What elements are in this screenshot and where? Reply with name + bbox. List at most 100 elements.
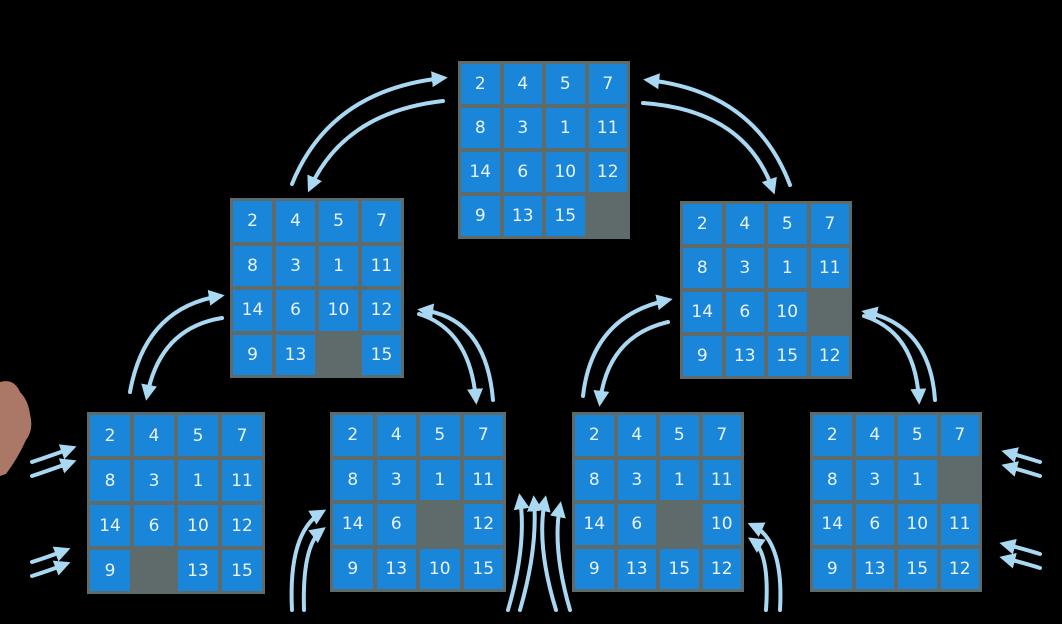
tile: 6 — [376, 504, 416, 545]
tile: 4 — [276, 201, 315, 242]
empty-slot — [420, 504, 460, 545]
tile: 6 — [276, 290, 315, 331]
tile: 13 — [178, 550, 218, 591]
tile: 13 — [855, 548, 894, 589]
empty-slot — [134, 550, 174, 591]
tile: 9 — [575, 548, 614, 589]
tile: 5 — [420, 415, 460, 456]
tile: 8 — [333, 459, 373, 500]
tile: 14 — [90, 505, 130, 546]
tile: 13 — [503, 196, 542, 236]
empty-slot — [810, 292, 849, 332]
tile: 7 — [362, 201, 401, 242]
tile: 7 — [463, 415, 503, 456]
tile: 12 — [588, 152, 627, 192]
edge-arrow-right-upper-icon — [1001, 447, 1042, 464]
tile: 12 — [362, 290, 401, 331]
tile: 10 — [768, 292, 807, 332]
tile: 3 — [617, 459, 656, 500]
empty-slot — [660, 504, 699, 545]
tile: 11 — [588, 108, 627, 148]
tile: 9 — [333, 548, 373, 589]
arrow-root-to-right-icon — [641, 101, 777, 195]
tile: 2 — [813, 415, 852, 456]
tile: 12 — [222, 505, 262, 546]
tile: 1 — [660, 459, 699, 500]
tile: 5 — [898, 415, 937, 456]
edge-arrow-c-right-icon — [747, 522, 783, 612]
edge-arrow-right-upper2-icon — [1001, 461, 1042, 478]
tile: 2 — [233, 201, 272, 242]
arrow-right-to-root-icon — [643, 73, 792, 187]
tile: 4 — [855, 415, 894, 456]
tile: 4 — [503, 64, 542, 104]
tile: 1 — [898, 459, 937, 500]
tile: 5 — [546, 64, 585, 104]
tile: 4 — [376, 415, 416, 456]
tile: 1 — [768, 248, 807, 288]
tile: 5 — [660, 415, 699, 456]
edge-arrow-b-left2-icon — [301, 527, 326, 612]
tile: 7 — [702, 415, 741, 456]
tile: 15 — [463, 548, 503, 589]
tile: 10 — [546, 152, 585, 192]
edge-arrow-b-right-icon — [506, 493, 530, 612]
tile: 5 — [178, 415, 218, 456]
tile: 14 — [333, 504, 373, 545]
edge-arrow-b-right2-icon — [518, 495, 543, 612]
tile: 4 — [725, 204, 764, 244]
tile: 3 — [276, 245, 315, 286]
tile: 11 — [362, 245, 401, 286]
tile: 8 — [575, 459, 614, 500]
tile: 5 — [319, 201, 358, 242]
arrow-l1left-to-l2b-icon — [417, 312, 484, 405]
tile: 6 — [725, 292, 764, 332]
tile: 8 — [233, 245, 272, 286]
tile: 4 — [617, 415, 656, 456]
arrow-l2c-to-l1right-icon — [593, 320, 670, 407]
tile: 9 — [683, 336, 722, 376]
tile: 3 — [134, 460, 174, 501]
tile: 11 — [222, 460, 262, 501]
tile: 14 — [461, 152, 500, 192]
presenter-hand-icon — [0, 381, 32, 476]
tile: 13 — [376, 548, 416, 589]
tile: 5 — [768, 204, 807, 244]
tile: 9 — [461, 196, 500, 236]
tile: 3 — [376, 459, 416, 500]
tile: 11 — [810, 248, 849, 288]
tile: 11 — [940, 504, 979, 545]
tile: 10 — [420, 548, 460, 589]
tile: 7 — [222, 415, 262, 456]
tile: 7 — [940, 415, 979, 456]
tile: 12 — [810, 336, 849, 376]
tile: 11 — [702, 459, 741, 500]
empty-slot — [588, 196, 627, 236]
tile: 2 — [683, 204, 722, 244]
tile: 9 — [813, 548, 852, 589]
tile: 3 — [503, 108, 542, 148]
tile: 3 — [725, 248, 764, 288]
tile: 10 — [178, 505, 218, 546]
empty-slot — [319, 334, 358, 375]
edge-arrow-b-left-icon — [289, 509, 327, 612]
tile: 15 — [362, 334, 401, 375]
tile: 10 — [702, 504, 741, 545]
tile: 8 — [683, 248, 722, 288]
tile: 14 — [233, 290, 272, 331]
tile: 7 — [588, 64, 627, 104]
tile: 7 — [810, 204, 849, 244]
edge-arrow-right-lower-icon — [999, 538, 1042, 556]
tile: 2 — [461, 64, 500, 104]
tile: 1 — [546, 108, 585, 148]
tile: 6 — [503, 152, 542, 192]
tile: 15 — [898, 548, 937, 589]
tile: 4 — [134, 415, 174, 456]
